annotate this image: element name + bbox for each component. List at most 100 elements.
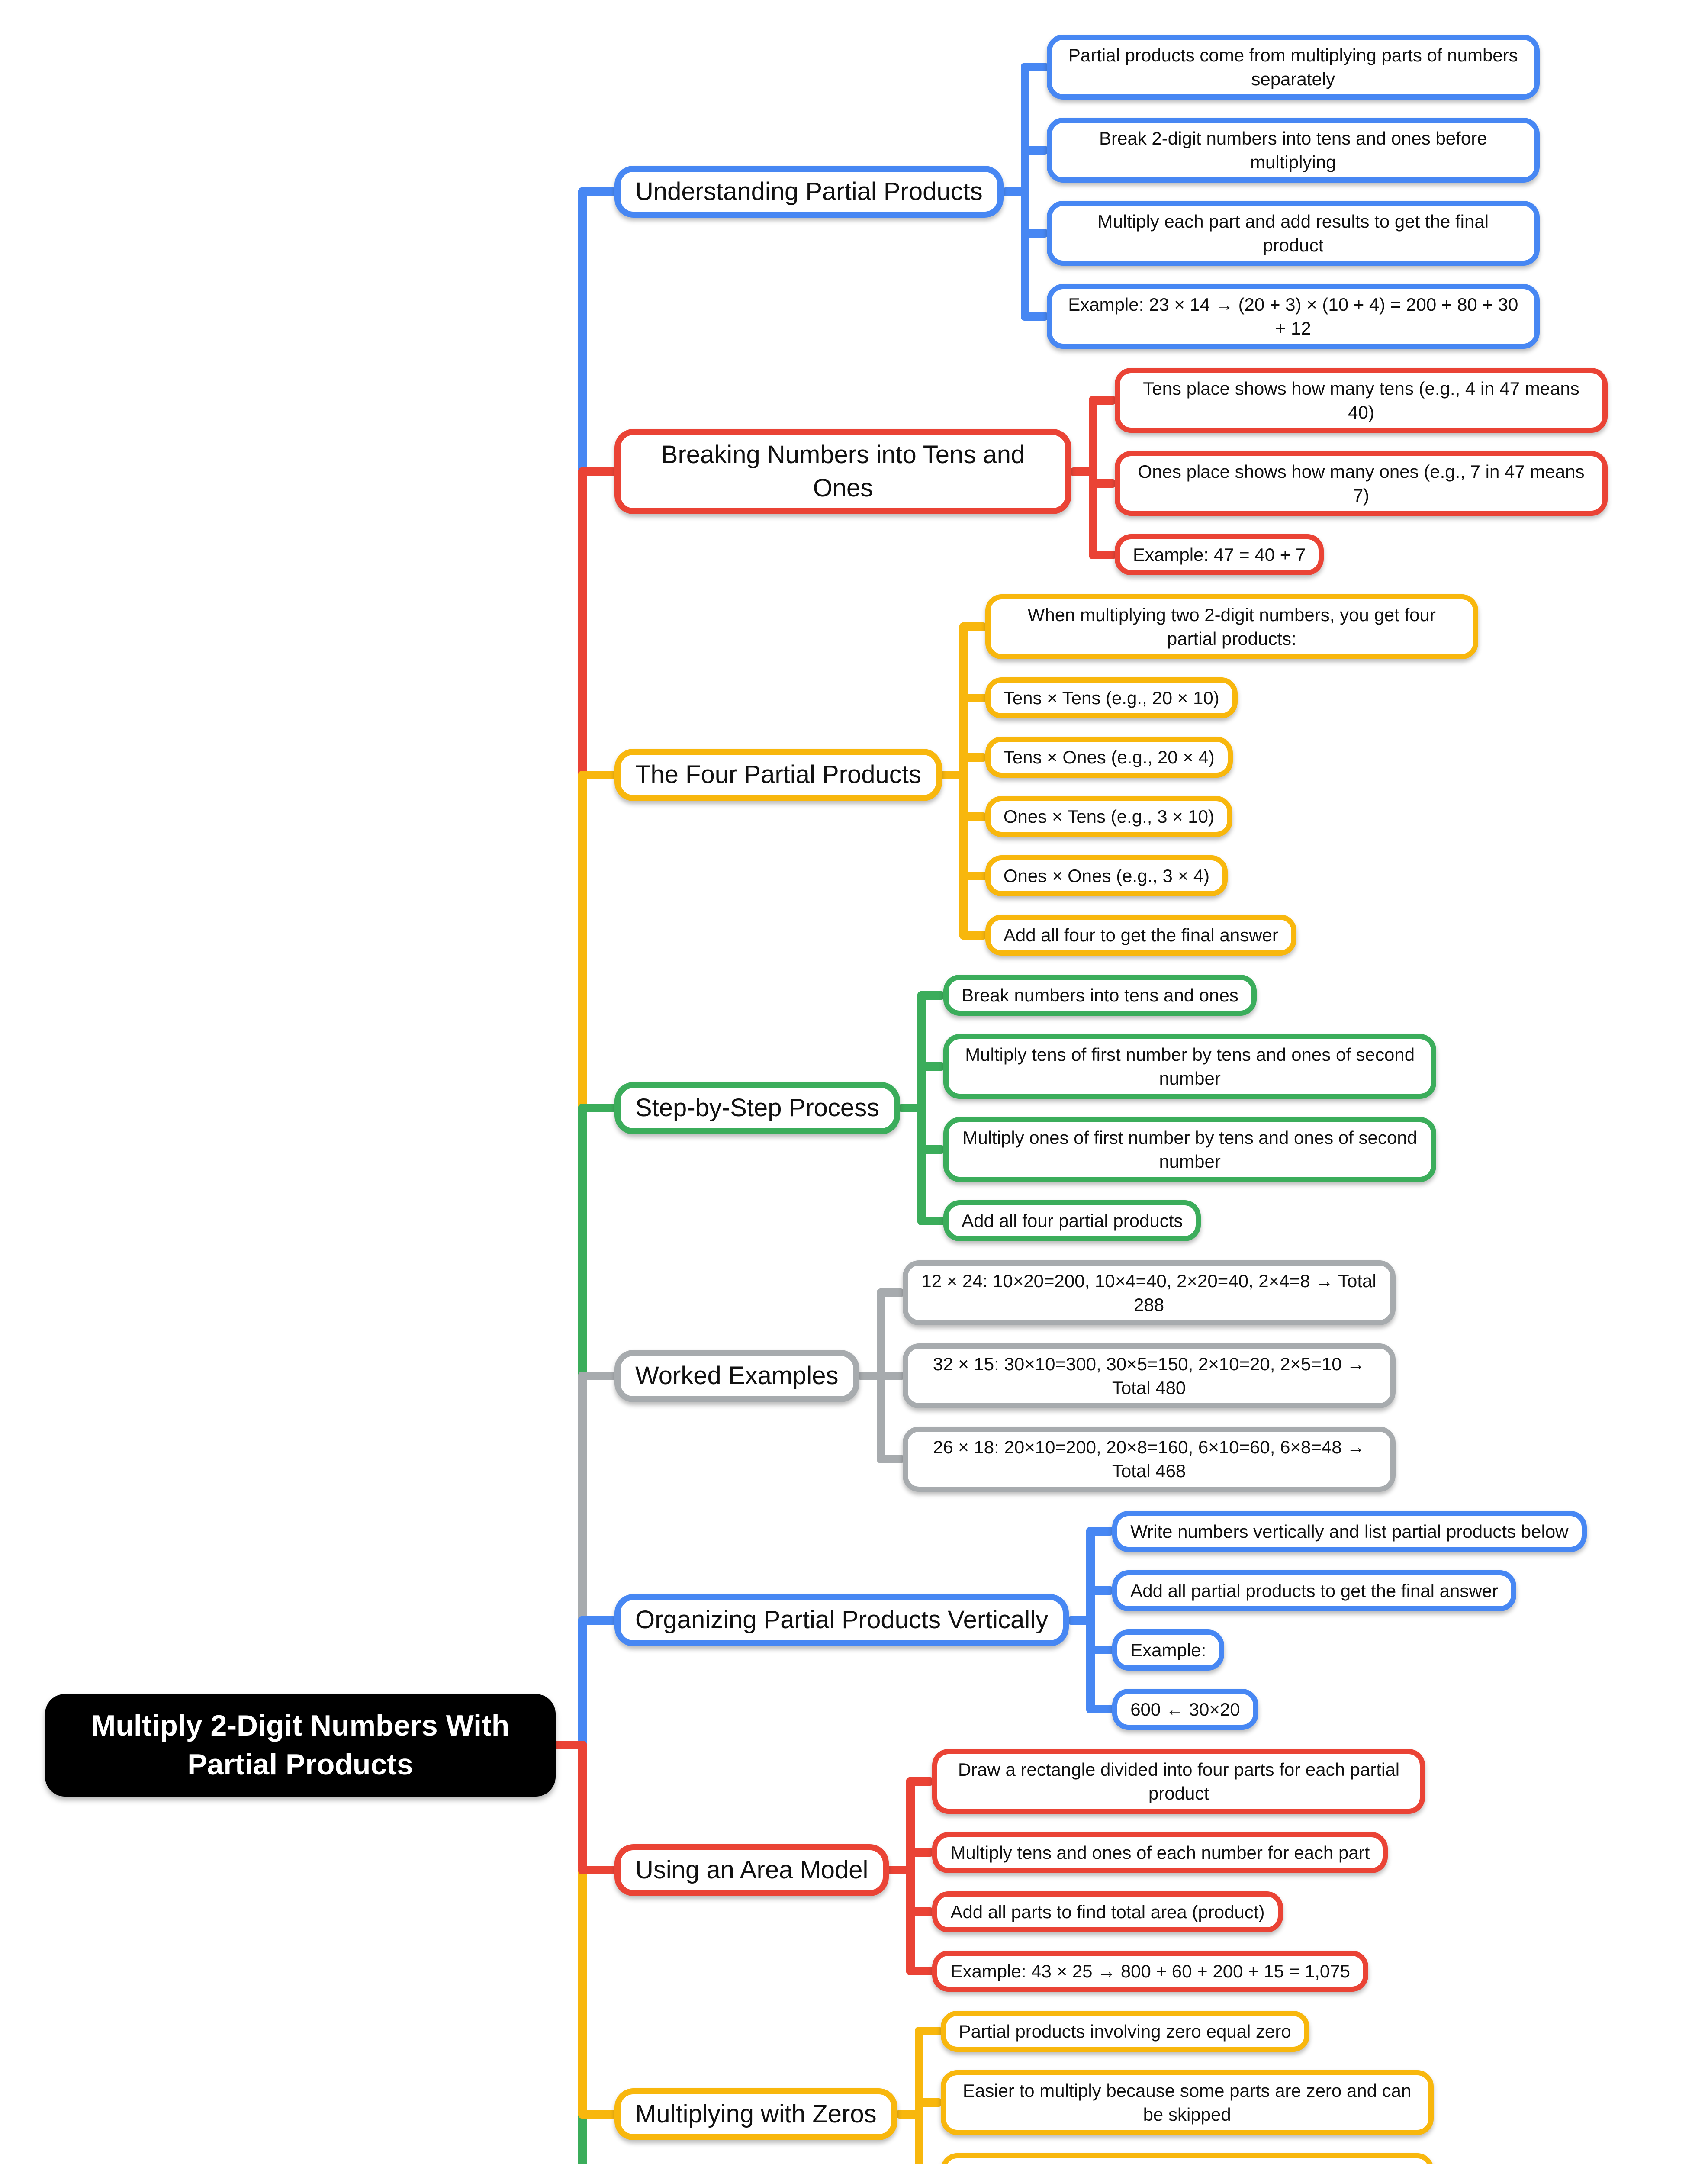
child-stub [959,871,987,880]
child-stub [876,1372,904,1381]
child-stub [1089,550,1116,559]
child-node: Add all four partial products [943,1200,1201,1242]
child-stub [1020,229,1049,238]
child-node: Ones × Ones (e.g., 3 × 4) [985,855,1228,897]
child-stub [914,2027,942,2036]
branch-children: Partial products involving zero equal ze… [940,2010,1434,2164]
branch-topic-node: Using an Area Model [614,1844,889,1897]
child-node: 26 × 18: 20×10=200, 20×8=160, 6×10=60, 6… [902,1427,1396,1492]
child-node: When multiplying two 2-digit numbers, yo… [985,594,1478,660]
child-node: Ones × Tens (e.g., 3 × 10) [985,796,1233,837]
branch-row: Organizing Partial Products Vertically Wr… [614,1510,1608,1730]
child-stub [1086,1705,1114,1714]
branch-children: Tens place shows how many tens (e.g., 4 … [1115,368,1608,576]
child-stub [959,753,987,762]
child-stub [906,1967,934,1976]
child-stub [914,2098,942,2107]
child-stub [959,931,987,940]
child-node: 32 × 15: 30×10=300, 30×5=150, 2×10=20, 2… [902,1343,1396,1409]
child-stub [1086,1646,1114,1655]
branch-row: Worked Examples 12 × 24: 10×20=200, 10×4=… [614,1260,1608,1492]
topic-stub [578,2110,617,2119]
child-node: Example: 40 × 23 → 40×20=800, 40×3=120, … [940,2153,1434,2164]
child-subtrunk [917,991,926,1225]
child-node: Write numbers vertically and list partia… [1112,1510,1587,1552]
child-stub [959,622,987,631]
child-stub [906,1907,934,1916]
child-subtrunk [906,1777,915,1976]
child-subtrunk [914,2027,923,2164]
child-stub [1086,1527,1114,1536]
child-stub [1020,146,1049,155]
child-stub [1089,479,1116,488]
trunk-segment [578,770,587,1113]
child-stub [1089,396,1116,405]
trunk-segment [578,2110,587,2164]
child-node: Example: 47 = 40 + 7 [1115,534,1324,576]
trunk-segment [578,1866,587,2119]
topic-stub [578,1866,617,1875]
child-subtrunk [1086,1527,1095,1714]
trunk-segment [578,1372,587,1625]
child-stub [876,1455,904,1464]
branch-row: Multiplying with Zeros Partial products i… [614,2010,1608,2164]
child-stub [1020,312,1049,321]
child-node: Ones place shows how many ones (e.g., 7 … [1115,451,1608,516]
child-node: Multiply tens and ones of each number fo… [932,1832,1388,1873]
child-subtrunk [1089,396,1097,559]
branch-row: Step-by-Step Process Break numbers into t… [614,975,1608,1242]
trunk-segment [578,1741,587,1875]
branch-children: When multiplying two 2-digit numbers, yo… [985,594,1478,956]
child-stub [906,1848,934,1857]
root-topic-node: Multiply 2-Digit Numbers With Partial Pr… [45,1694,556,1797]
child-node: Multiply tens of first number by tens an… [943,1034,1437,1099]
branch-children: Draw a rectangle divided into four parts… [932,1749,1425,1992]
child-stub [917,1216,946,1225]
child-node: Example: [1112,1629,1225,1671]
child-stub [1020,63,1049,72]
branch-row: Using an Area Model Draw a rectangle divi… [614,1749,1608,1992]
child-node: Example: 43 × 25 → 800 + 60 + 200 + 15 =… [932,1950,1368,1992]
child-stub [1086,1586,1114,1595]
trunk-segment [578,1616,587,1750]
child-node: Add all partial products to get the fina… [1112,1570,1517,1611]
topic-stub [578,187,617,196]
trunk-segment [578,1104,587,1381]
branch-topic-node: Multiplying with Zeros [614,2088,897,2141]
child-stub [959,812,987,821]
child-node: 12 × 24: 10×20=200, 10×4=40, 2×20=40, 2×… [902,1260,1396,1326]
branch-topic-node: Organizing Partial Products Vertically [614,1594,1069,1646]
branch-row: Understanding Partial Products Partial pr… [614,35,1608,349]
child-node: Tens × Ones (e.g., 20 × 4) [985,737,1233,778]
branch-children: Partial products come from multiplying p… [1046,35,1540,349]
branch-topic-node: Worked Examples [614,1350,859,1402]
trunk-segment [578,467,587,779]
child-node: Partial products involving zero equal ze… [940,2010,1309,2052]
child-node: Easier to multiply because some parts ar… [940,2070,1434,2135]
topic-stub [578,467,617,476]
branch-topic-node: Understanding Partial Products [614,165,1004,218]
child-stub [906,1777,934,1786]
topic-stub [578,1104,617,1113]
branch-children: Write numbers vertically and list partia… [1112,1510,1587,1730]
child-node: Partial products come from multiplying p… [1046,35,1540,100]
branch-topic-node: Step-by-Step Process [614,1082,901,1134]
topic-stub [578,770,617,779]
child-node: Draw a rectangle divided into four parts… [932,1749,1425,1814]
child-stub [876,1288,904,1298]
child-node: Multiply ones of first number by tens an… [943,1117,1437,1182]
branch-topic-node: Breaking Numbers into Tens and Ones [614,429,1071,515]
topic-stub [578,1616,617,1625]
child-node: Break numbers into tens and ones [943,975,1257,1016]
child-node: Add all parts to find total area (produc… [932,1891,1283,1932]
root-stub [553,1741,587,1750]
child-node: Multiply each part and add results to ge… [1046,201,1540,266]
topic-stub [578,1372,617,1381]
child-node: Example: 23 × 14 → (20 + 3) × (10 + 4) =… [1046,284,1540,349]
child-node: Tens × Tens (e.g., 20 × 10) [985,677,1238,719]
child-node: Add all four to get the final answer [985,915,1296,956]
child-stub [917,1062,946,1071]
